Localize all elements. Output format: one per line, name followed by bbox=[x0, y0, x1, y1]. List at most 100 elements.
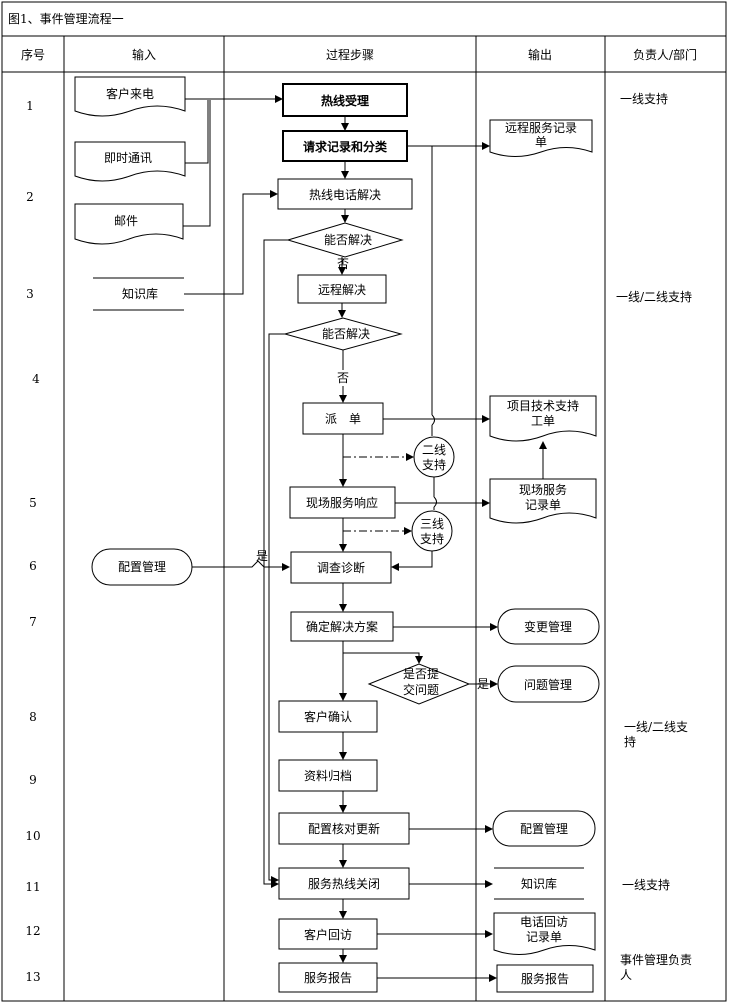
output-project-ticket: 项目技术支持 工单 bbox=[489, 395, 597, 442]
input-config: 配置管理 bbox=[91, 548, 193, 586]
input-email-label: 邮件 bbox=[114, 214, 138, 228]
input-kb-label: 知识库 bbox=[122, 286, 158, 301]
step-config-update: 配置核对更新 bbox=[278, 812, 410, 845]
decision-can-solve-2: 能否解决 bbox=[283, 317, 403, 351]
owner-row-8-line-2: 持 bbox=[624, 734, 636, 749]
owner-row-1: 一线支持 bbox=[620, 91, 668, 106]
diagram-title: 图1、事件管理流程一 bbox=[8, 11, 124, 26]
decision-can-solve-1-label: 能否解决 bbox=[324, 233, 372, 247]
step-dispatch-label: 派 单 bbox=[325, 412, 361, 426]
output-remote-record: 远程服务记录 单 bbox=[489, 119, 593, 157]
seq-4: 4 bbox=[32, 372, 40, 386]
header-process: 过程步骤 bbox=[326, 47, 374, 62]
seq-5: 5 bbox=[29, 496, 37, 510]
step-hotline-accept: 热线受理 bbox=[282, 83, 408, 117]
seq-7: 7 bbox=[29, 615, 37, 629]
step-report: 服务报告 bbox=[278, 962, 378, 993]
owner-row-8-line-1: 一线/二线支 bbox=[624, 720, 688, 734]
seq-1: 1 bbox=[26, 99, 34, 113]
decision-can-solve-2-label: 能否解决 bbox=[322, 327, 370, 341]
output-problem-mgmt: 问题管理 bbox=[497, 665, 600, 703]
step-archive-label: 资料归档 bbox=[304, 769, 352, 783]
output-phone-record-label-1: 电话回访 bbox=[520, 915, 568, 929]
owner-row-11: 一线支持 bbox=[622, 877, 670, 892]
output-kb: 知识库 bbox=[494, 867, 584, 900]
step-determine-label: 确定解决方案 bbox=[306, 619, 378, 634]
document-shape bbox=[74, 203, 184, 245]
input-connectors bbox=[183, 95, 290, 571]
connector-second-line: 二线 支持 bbox=[413, 436, 455, 478]
seq-12: 12 bbox=[25, 924, 40, 938]
input-config-label: 配置管理 bbox=[118, 559, 166, 574]
seq-6: 6 bbox=[29, 559, 37, 573]
step-remote-solve: 远程解决 bbox=[297, 274, 387, 304]
connector-second-line-label-2: 支持 bbox=[422, 457, 446, 472]
step-record-classify: 请求记录和分类 bbox=[282, 130, 408, 162]
output-config-mgmt: 配置管理 bbox=[492, 810, 596, 847]
seq-8: 8 bbox=[29, 710, 37, 724]
header-input: 输入 bbox=[132, 47, 156, 62]
step-phone-solve-label: 热线电话解决 bbox=[309, 188, 381, 202]
output-phone-record: 电话回访 记录单 bbox=[493, 912, 596, 955]
label-yes-left: 是 bbox=[256, 549, 268, 563]
step-onsite-label: 现场服务响应 bbox=[306, 495, 378, 510]
decision-submit-problem-label-1: 是否提 bbox=[403, 666, 439, 681]
step-close: 服务热线关闭 bbox=[278, 867, 410, 900]
document-shape bbox=[493, 912, 596, 955]
decision-can-solve-1: 能否解决 bbox=[286, 222, 404, 258]
output-project-ticket-label-1: 项目技术支持 bbox=[507, 398, 579, 413]
step-determine: 确定解决方案 bbox=[290, 611, 394, 642]
seq-13: 13 bbox=[25, 970, 40, 984]
header-seq: 序号 bbox=[21, 47, 45, 62]
process-connectors bbox=[263, 116, 547, 982]
step-confirm: 客户确认 bbox=[278, 700, 378, 733]
output-onsite-record-label-2: 记录单 bbox=[525, 498, 561, 512]
output-phone-record-label-2: 记录单 bbox=[526, 930, 562, 944]
sequence-numbers: 1 2 3 4 5 6 7 8 9 10 11 12 13 bbox=[25, 99, 40, 984]
document-shape bbox=[74, 76, 186, 117]
output-onsite-record-label-1: 现场服务 bbox=[519, 482, 567, 497]
connector-third-line: 三线 支持 bbox=[411, 510, 453, 552]
step-hotline-accept-label: 热线受理 bbox=[321, 93, 369, 108]
seq-3: 3 bbox=[26, 287, 34, 301]
step-onsite: 现场服务响应 bbox=[289, 486, 396, 519]
label-no-1: 否 bbox=[337, 257, 349, 271]
owner-row-13-line-1: 事件管理负责 bbox=[620, 952, 692, 967]
step-close-label: 服务热线关闭 bbox=[308, 876, 380, 891]
column-headers: 序号 输入 过程步骤 输出 负责人/部门 bbox=[21, 47, 697, 62]
step-config-update-label: 配置核对更新 bbox=[308, 821, 380, 836]
input-call-label: 客户来电 bbox=[106, 86, 154, 101]
step-revisit-label: 客户回访 bbox=[304, 927, 352, 942]
step-diagnose-label: 调查诊断 bbox=[317, 560, 365, 575]
document-shape bbox=[489, 478, 597, 524]
step-report-label: 服务报告 bbox=[304, 970, 352, 985]
header-output: 输出 bbox=[528, 47, 552, 62]
owner-row-13-line-2: 人 bbox=[620, 968, 632, 982]
output-change-mgmt: 变更管理 bbox=[497, 608, 600, 645]
document-shape bbox=[74, 141, 186, 182]
connector-third-line-label-2: 支持 bbox=[420, 531, 444, 546]
input-kb: 知识库 bbox=[93, 277, 184, 311]
owner-row-3: 一线/二线支持 bbox=[616, 289, 692, 304]
document-shape bbox=[489, 119, 593, 157]
step-dispatch: 派 单 bbox=[302, 402, 384, 435]
decision-submit-problem: 是否提 交问题 bbox=[367, 663, 471, 705]
step-phone-solve: 热线电话解决 bbox=[277, 178, 413, 210]
connector-second-line-label-1: 二线 bbox=[422, 443, 446, 457]
document-shape bbox=[489, 395, 597, 442]
step-record-classify-label: 请求记录和分类 bbox=[303, 139, 388, 154]
owner-column: 一线支持 一线/二线支持 一线/二线支 持 一线支持 事件管理负责 人 bbox=[616, 91, 692, 982]
seq-10: 10 bbox=[25, 829, 40, 843]
step-diagnose: 调查诊断 bbox=[290, 551, 392, 584]
seq-2: 2 bbox=[26, 190, 34, 204]
seq-11: 11 bbox=[25, 880, 40, 894]
label-no-2: 否 bbox=[337, 371, 349, 385]
decision-submit-problem-label-2: 交问题 bbox=[403, 682, 439, 697]
output-onsite-record: 现场服务 记录单 bbox=[489, 478, 597, 524]
step-confirm-label: 客户确认 bbox=[304, 709, 352, 724]
input-im: 即时通讯 bbox=[74, 141, 186, 182]
output-report: 服务报告 bbox=[496, 964, 594, 993]
output-change-mgmt-label: 变更管理 bbox=[524, 619, 572, 634]
